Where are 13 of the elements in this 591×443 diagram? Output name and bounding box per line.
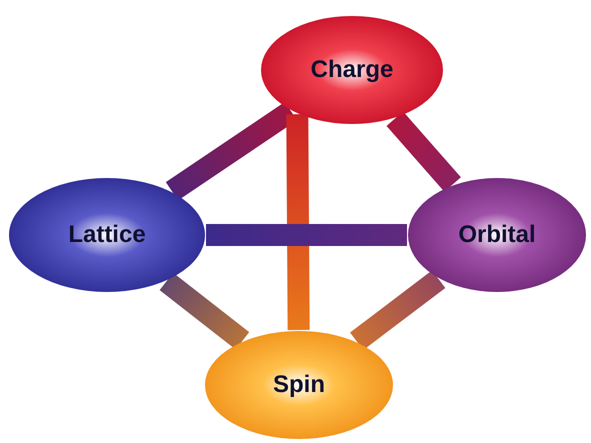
node-label: Spin bbox=[273, 370, 325, 400]
ellipse-node bbox=[407, 177, 587, 293]
ellipse-node bbox=[260, 15, 444, 125]
connector-bar bbox=[286, 114, 310, 330]
connector-bar bbox=[206, 224, 407, 246]
node-label: Charge bbox=[310, 55, 394, 85]
connector-bar bbox=[160, 272, 250, 350]
ellipse-node bbox=[8, 177, 206, 293]
connector-bar bbox=[350, 270, 446, 350]
ellipse-node bbox=[204, 330, 394, 440]
node-label: Orbital bbox=[458, 220, 536, 250]
node-label: Lattice bbox=[68, 220, 146, 250]
connector-bar bbox=[386, 111, 461, 192]
